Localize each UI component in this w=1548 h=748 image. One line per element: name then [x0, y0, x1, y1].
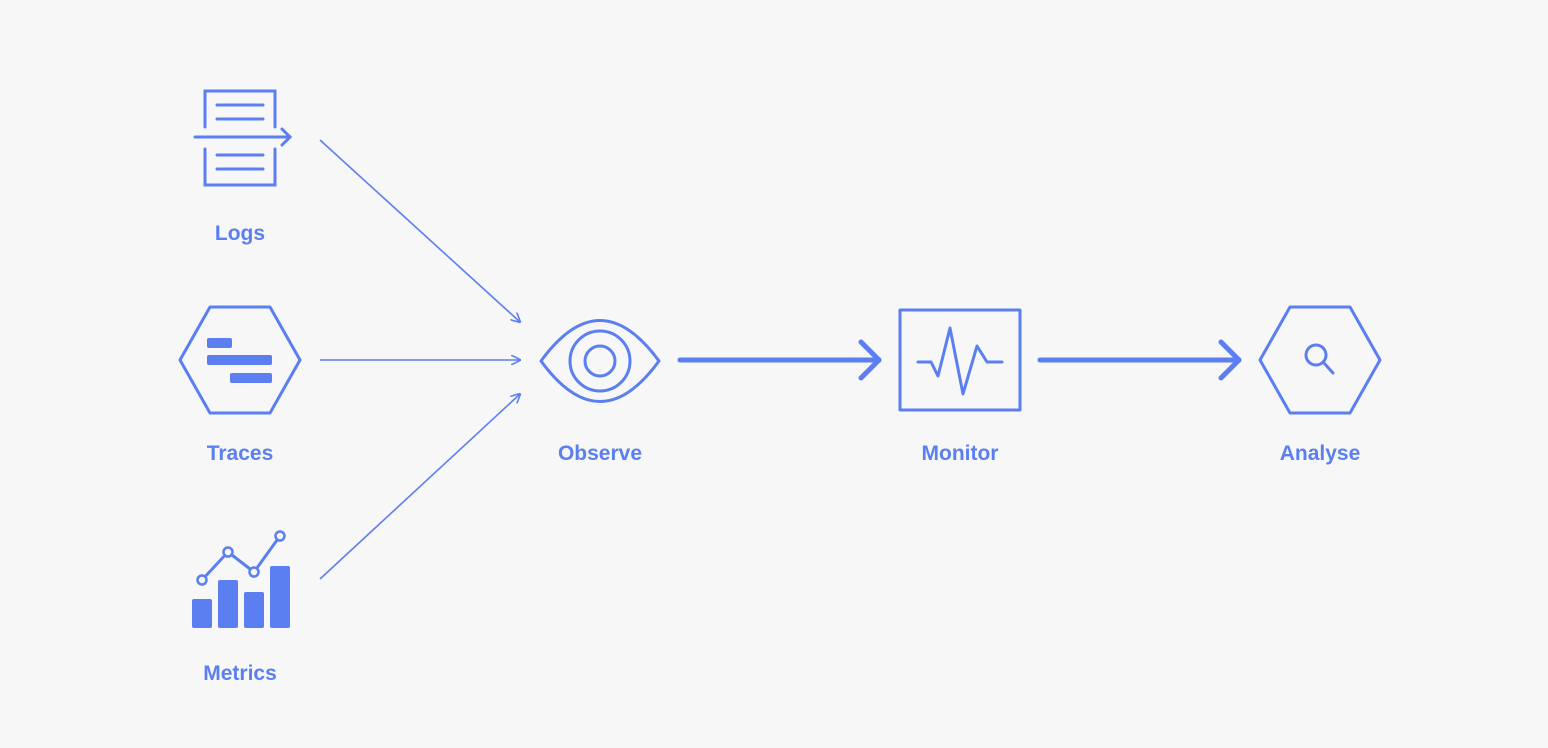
arrow-monitor-to-analyse: [1037, 339, 1242, 381]
arrow-logs-to-observe: [319, 139, 520, 322]
hexagon-bars-icon: [178, 305, 302, 415]
pulse-monitor-icon: [898, 308, 1022, 412]
node-label-observe: Observe: [557, 442, 643, 465]
node-label-analyse: Analyse: [1279, 442, 1361, 465]
node-label-monitor: Monitor: [921, 442, 999, 465]
arrow-observe-to-monitor: [677, 339, 882, 381]
node-label-logs: Logs: [214, 222, 266, 245]
node-label-traces: Traces: [206, 442, 274, 465]
node-label-metrics: Metrics: [203, 662, 277, 685]
document-scan-icon: [193, 89, 293, 187]
eye-icon: [539, 319, 661, 403]
bar-line-chart-icon: [192, 530, 290, 628]
arrow-metrics-to-observe: [319, 394, 520, 580]
hexagon-search-icon: [1258, 305, 1382, 415]
